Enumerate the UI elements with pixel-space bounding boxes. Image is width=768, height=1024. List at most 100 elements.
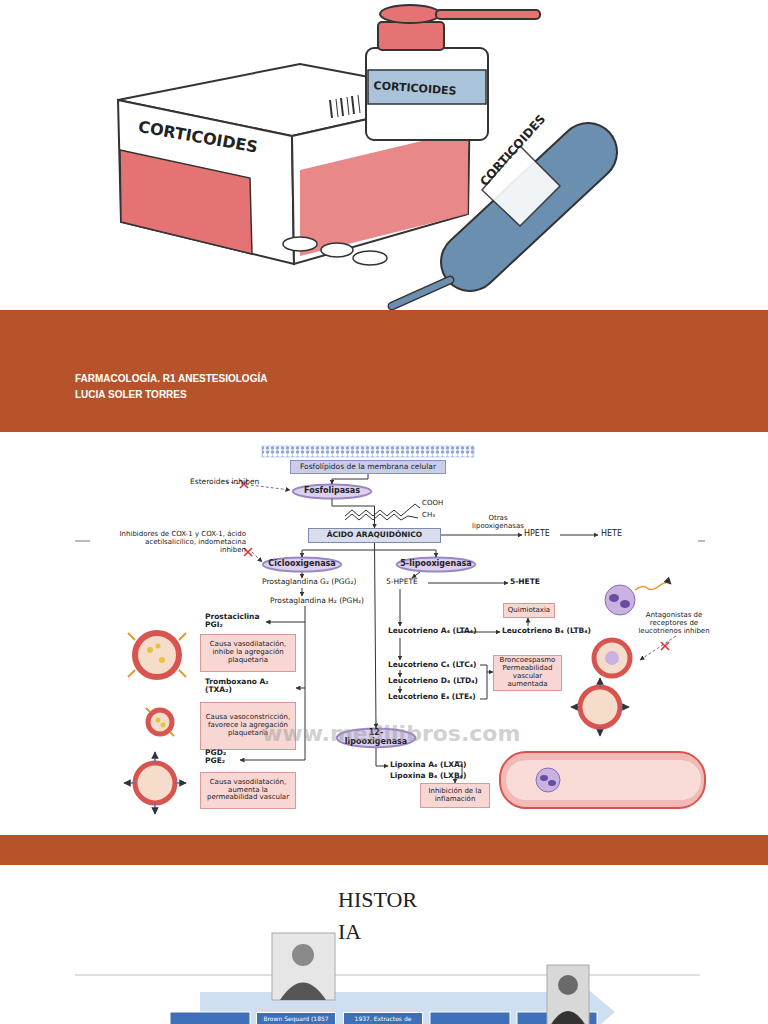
corticoid-box-part xyxy=(341,98,343,116)
vessel-permeable-part xyxy=(135,763,175,803)
pathway-arrows-part xyxy=(302,588,303,596)
leukocyte-cell xyxy=(605,582,671,615)
vessel-dilated-part xyxy=(159,657,165,663)
enzyme-oval: Ciclooxigenasa xyxy=(262,557,342,572)
vessel-dilated-part xyxy=(147,647,153,653)
vessel-dilated-part xyxy=(179,633,186,640)
vessel-constricted-part xyxy=(161,723,166,728)
vessel-leukocyte-part xyxy=(605,651,619,665)
spray-bottle xyxy=(366,5,540,140)
timeline-box xyxy=(170,1012,597,1024)
metabolite-label: 5-HETE xyxy=(510,578,540,586)
corticoid-box-part xyxy=(330,100,332,118)
inhibition-arrows-part xyxy=(252,552,262,562)
metabolite-label: HETE xyxy=(601,530,622,539)
vessel-dilated-part xyxy=(179,670,186,677)
vessel-permeable-part xyxy=(124,782,135,784)
node-text: Inhibición de la inflamación xyxy=(424,788,486,804)
spray-bottle-part xyxy=(368,70,486,104)
vessel-dilated xyxy=(128,633,186,677)
blood-vessel-tube-part xyxy=(506,760,701,800)
vessel-permeable-part xyxy=(154,752,156,763)
pathway-arrows-part xyxy=(560,535,598,536)
timeline-box: 1937. Extractos de xyxy=(343,1012,423,1024)
blood-vessel-tube-part xyxy=(500,752,705,808)
pathway-note: Otras lipooxigenasas xyxy=(464,515,532,531)
metabolite-label: PGD₂ PGE₂ xyxy=(205,749,239,766)
corticoid-box-part xyxy=(120,150,252,254)
spray-bottle-part xyxy=(366,48,488,140)
pills-part xyxy=(283,237,317,251)
metabolite-label: Lipoxina A₄ (LXA₄) xyxy=(390,761,467,769)
cell-membrane xyxy=(262,446,474,457)
pathway-arrows-part xyxy=(400,638,401,660)
node-text: ÁCIDO ARAQUIDÓNICO xyxy=(327,531,423,539)
leukocyte-cell-part xyxy=(620,600,630,608)
chemical-group: COOH xyxy=(422,500,443,508)
node-text: Broncoespasmo Permeabilidad vascular aum… xyxy=(497,657,558,688)
metabolite-label: Prostaciclina PGI₂ xyxy=(205,613,267,630)
vessel-dilated-part xyxy=(128,670,135,677)
portrait-photo-part xyxy=(280,983,326,1001)
chemical-group: CH₃ xyxy=(422,512,435,520)
subtitle-text: FARMACOLOGÍA. R1 ANESTESIOLOGÍA xyxy=(75,373,267,384)
pathway-arrows-part xyxy=(480,665,487,699)
inhaler-part xyxy=(392,280,450,306)
node-text: Fosfolípidos de la membrana celular xyxy=(300,463,436,471)
arachidonic-molecule xyxy=(345,504,420,520)
inhibition-arrows-part xyxy=(640,636,676,660)
flow-arrow xyxy=(332,474,368,484)
portrait-photo xyxy=(272,933,589,1024)
vessel-constricted-part xyxy=(146,708,150,712)
portrait-photo-part xyxy=(547,965,589,1024)
node-text: Brown Sequard (1857 xyxy=(263,1016,328,1023)
vessel-leukocyte-part xyxy=(594,640,630,676)
oval-shape xyxy=(397,557,475,571)
metabolite-label: Leucotrieno E₄ (LTE₄) xyxy=(388,693,476,701)
slide-mark xyxy=(75,541,90,542)
vessel-permeable-part xyxy=(175,782,186,784)
leukocyte-cell-part xyxy=(635,582,671,590)
timeline-arrow xyxy=(200,966,615,1024)
cell-membrane-part xyxy=(262,446,474,457)
vessel-leukocyte xyxy=(571,640,630,736)
vessel-permeable xyxy=(124,752,186,814)
inhaler-part xyxy=(482,146,560,226)
portrait-photo-part xyxy=(272,933,335,1000)
node-text: Causa vasodilatación, aumenta la permeab… xyxy=(204,779,292,802)
spray-bottle-part xyxy=(378,22,444,50)
pathway-arrows-part xyxy=(240,760,305,761)
pills-part xyxy=(321,243,353,257)
subtitle-text: LUCIA SOLER TORRES xyxy=(75,389,187,400)
flow-arrow xyxy=(302,543,375,557)
pathway-arrows-part xyxy=(400,686,401,693)
effect-box: Quimiotaxia xyxy=(503,603,555,618)
spray-bottle-part xyxy=(436,10,540,19)
vessel-constricted xyxy=(146,708,174,736)
inhibitor-note: Inhibidores de COX-1 y COX-1, ácido acet… xyxy=(118,531,246,554)
red-x-marks-part xyxy=(661,642,669,650)
pathway-arrows-part xyxy=(266,622,305,623)
node-text: 1937. Extractos de xyxy=(355,1016,412,1023)
effect-box: Inhibición de la inflamación xyxy=(420,783,490,808)
corticoid-box-part xyxy=(358,95,360,113)
vessel-dilated-part xyxy=(135,633,179,677)
vessel-constricted-part xyxy=(170,732,174,736)
blood-vessel-tube-part xyxy=(548,780,556,786)
timeline-rule xyxy=(75,975,700,976)
slide-mark xyxy=(698,541,705,542)
node-text: 5-lipooxigenasa xyxy=(400,560,471,569)
vessel-leukocyte-part xyxy=(599,678,601,687)
corticoid-box-part xyxy=(352,96,354,114)
leukocyte-cell-part xyxy=(605,585,635,615)
enzyme-oval: Fosfolipasas xyxy=(292,484,372,499)
vessel-leukocyte-part xyxy=(620,706,629,708)
section-heading: HISTOR IA xyxy=(338,884,438,948)
red-x-marks xyxy=(240,480,669,650)
flow-arrow xyxy=(375,543,437,557)
inhibitor-note: Esteroides inhiben xyxy=(190,478,259,486)
metabolite-label: Leucotrieno B₄ (LTB₄) xyxy=(502,627,591,635)
process-box: ÁCIDO ARAQUIDÓNICO xyxy=(308,528,441,543)
